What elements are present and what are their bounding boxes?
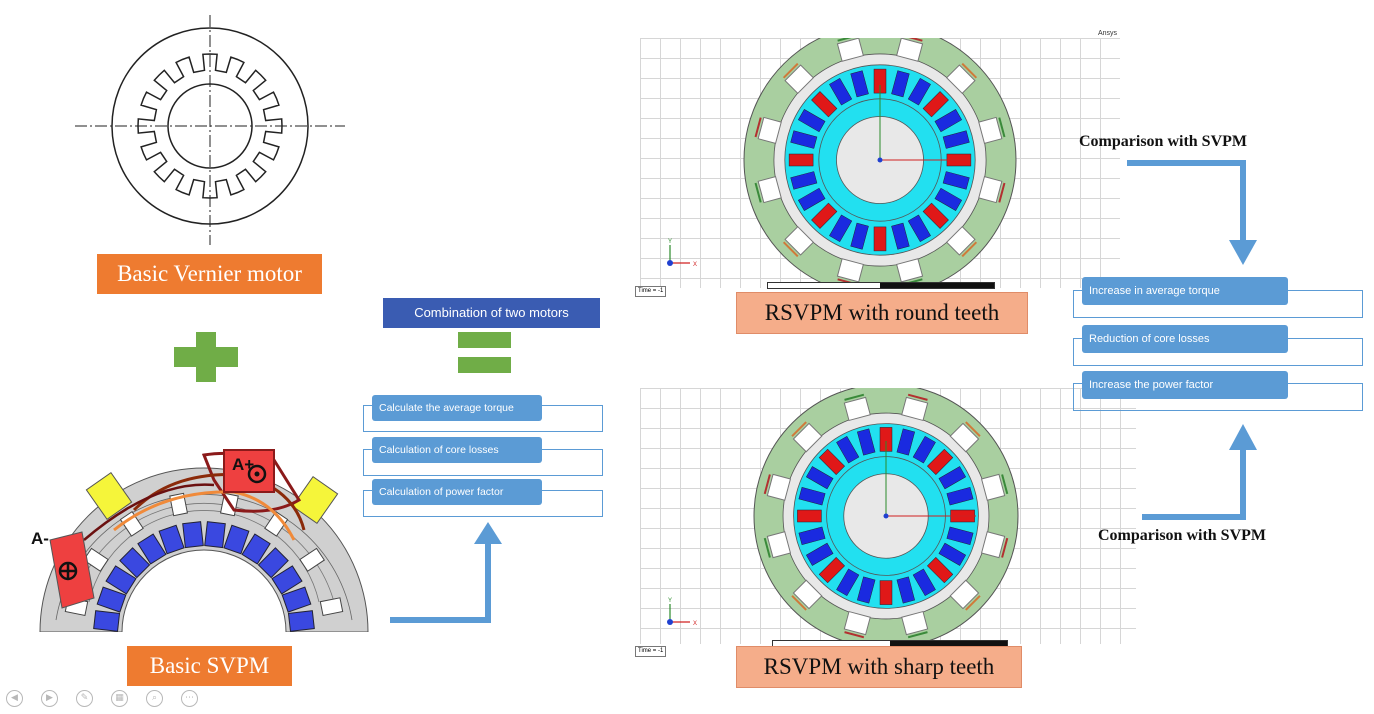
result-reduce-core-losses: Reduction of core losses xyxy=(1082,325,1288,353)
calc-item-torque: Calculate the average torque xyxy=(372,395,542,421)
ansys-watermark: Ansys xyxy=(1098,30,1118,37)
pen-icon[interactable]: ✎ xyxy=(76,690,93,707)
coil-a-minus-label: A- xyxy=(31,529,49,548)
vernier-motor-drawing xyxy=(75,15,345,245)
result-increase-torque: Increase in average torque xyxy=(1082,277,1288,305)
svpm-label: Basic SVPM xyxy=(127,646,292,686)
arrow-svpm-to-calc xyxy=(390,522,502,623)
result-increase-power-factor: Increase the power factor xyxy=(1082,371,1288,399)
svpm-motor-drawing: A+ A- xyxy=(31,449,369,632)
slideshow-toolbar: ◀ ▶ ✎ ▦ ⌕ ⋯ xyxy=(6,690,206,708)
motor-round-teeth xyxy=(743,38,1017,288)
time-readout-1: Time = -1 xyxy=(635,286,667,297)
axis-triad-2: Y X xyxy=(667,598,697,627)
round-teeth-label: RSVPM with round teeth xyxy=(736,292,1028,334)
axis-y-label: Y xyxy=(668,239,672,245)
time-readout-2: Time = -1 xyxy=(635,646,667,657)
axis-triad-1: Y X xyxy=(667,239,697,268)
comparison-bottom-label: Comparison with SVPM xyxy=(1098,527,1267,544)
plus-icon xyxy=(174,332,238,382)
sim-round-teeth xyxy=(640,38,1120,288)
sharp-teeth-label: RSVPM with sharp teeth xyxy=(736,646,1022,688)
axis-x-label: X xyxy=(693,621,697,627)
calc-item-core-losses: Calculation of core losses xyxy=(372,437,542,463)
axis-x-label: X xyxy=(693,262,697,268)
arrow-comparison-up xyxy=(1142,424,1257,520)
vernier-label: Basic Vernier motor xyxy=(97,254,322,294)
forward-icon[interactable]: ▶ xyxy=(41,690,58,707)
timeline-bar-1 xyxy=(767,282,995,289)
calc-item-power-factor: Calculation of power factor xyxy=(372,479,542,505)
combination-label: Combination of two motors xyxy=(383,298,600,328)
motor-sharp-teeth xyxy=(753,388,1019,644)
arrow-comparison-down xyxy=(1127,160,1257,265)
more-icon[interactable]: ⋯ xyxy=(181,690,198,707)
axis-y-label: Y xyxy=(668,598,672,604)
sim-sharp-teeth xyxy=(640,388,1136,644)
back-icon[interactable]: ◀ xyxy=(6,690,23,707)
coil-a-plus-label: A+ xyxy=(232,455,254,474)
slides-icon[interactable]: ▦ xyxy=(111,690,128,707)
equals-icon xyxy=(458,332,511,374)
zoom-icon[interactable]: ⌕ xyxy=(146,690,163,707)
comparison-top-label: Comparison with SVPM xyxy=(1079,133,1248,150)
